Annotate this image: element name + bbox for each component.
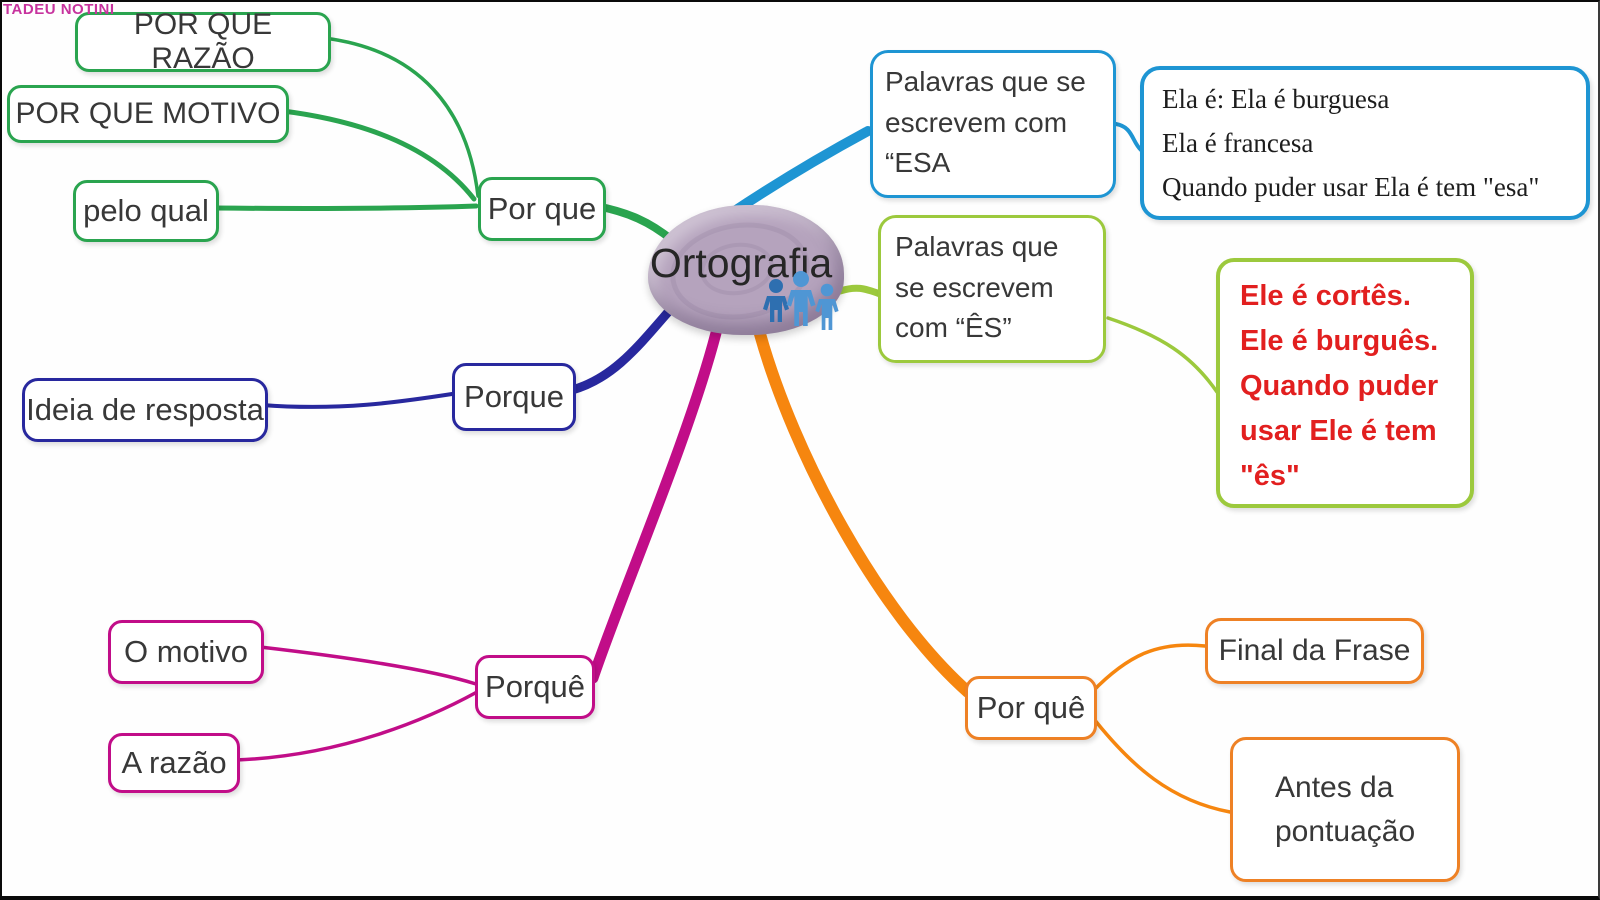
connector-lime-main [836,284,884,298]
connector-blue-main [725,126,873,219]
example-line: Ela é: Ela é burguesa [1162,84,1390,114]
node-label: Palavras que se escrevem com “ESA [885,66,1086,179]
detail-esa-examples[interactable]: Ela é: Ela é burguesa Ela é francesa Qua… [1140,66,1590,220]
example-line: Quando puder usar Ela é tem "esa" [1162,172,1540,202]
connector-navy-ideia [260,392,454,409]
example-line: Ela é francesa [1162,128,1314,158]
connector-navy-main [567,298,681,395]
connector-blue-detail [1114,122,1143,152]
node-palavras-es[interactable]: Palavras que se escrevem com “ÊS” [878,215,1106,363]
example-line: Ele é cortês. [1240,280,1411,312]
child-antes-da-pontuacao[interactable]: Antes da pontuação [1230,737,1460,882]
node-por-que[interactable]: Por que [478,177,606,241]
connector-orange-main [754,328,974,698]
child-label: O motivo [123,634,249,669]
node-label: Por quê [976,690,1086,725]
connector-green-main [592,202,676,244]
child-a-razao[interactable]: A razão [108,733,240,793]
child-o-motivo[interactable]: O motivo [108,620,264,684]
node-label: Por que [487,191,597,226]
child-label: pelo qual [83,193,209,228]
child-label: Final da Frase [1218,634,1411,667]
example-line: Ele é burguês. [1240,325,1439,357]
child-pelo-qual[interactable]: pelo qual [73,180,219,242]
watermark: TADEU NOTINI [3,1,115,18]
child-label: POR QUE MOTIVO [15,97,281,130]
child-por-que-motivo[interactable]: POR QUE MOTIVO [7,85,289,143]
connector-magenta-o-motivo [258,645,478,686]
people-icon [763,271,839,330]
connector-lime-detail [1106,316,1219,394]
node-porque[interactable]: Porque [452,363,576,431]
child-label: Ideia de resposta [26,392,264,427]
child-ideia-de-resposta[interactable]: Ideia de resposta [22,378,268,442]
connector-magenta-main [587,327,722,684]
connector-green-motivo [280,108,477,202]
child-final-da-frase[interactable]: Final da Frase [1205,618,1424,684]
connector-green-pelo-qual [210,203,479,211]
child-por-que-razao[interactable]: POR QUE RAZÃO [75,8,331,75]
node-por-que-circunflexo[interactable]: Por quê [965,676,1097,740]
node-label: Porque [464,379,564,414]
node-label: Porquê [485,669,585,704]
node-palavras-esa[interactable]: Palavras que se escrevem com “ESA [870,50,1116,198]
connector-orange-antes [1088,712,1232,814]
child-label: Antes da pontuação [1275,771,1416,848]
example-line: Quando puder usar Ele é tem "ês" [1240,370,1439,492]
connector-orange-final [1090,643,1207,694]
child-label: A razão [121,745,227,780]
node-porque-circunflexo[interactable]: Porquê [475,655,595,719]
detail-es-examples[interactable]: Ele é cortês. Ele é burguês. Quando pude… [1216,258,1474,508]
connector-green-razao [322,36,480,198]
child-label: POR QUE RAZÃO [133,8,273,75]
connector-magenta-a-razao [234,690,479,762]
node-label: Palavras que se escrevem com “ÊS” [895,231,1059,344]
